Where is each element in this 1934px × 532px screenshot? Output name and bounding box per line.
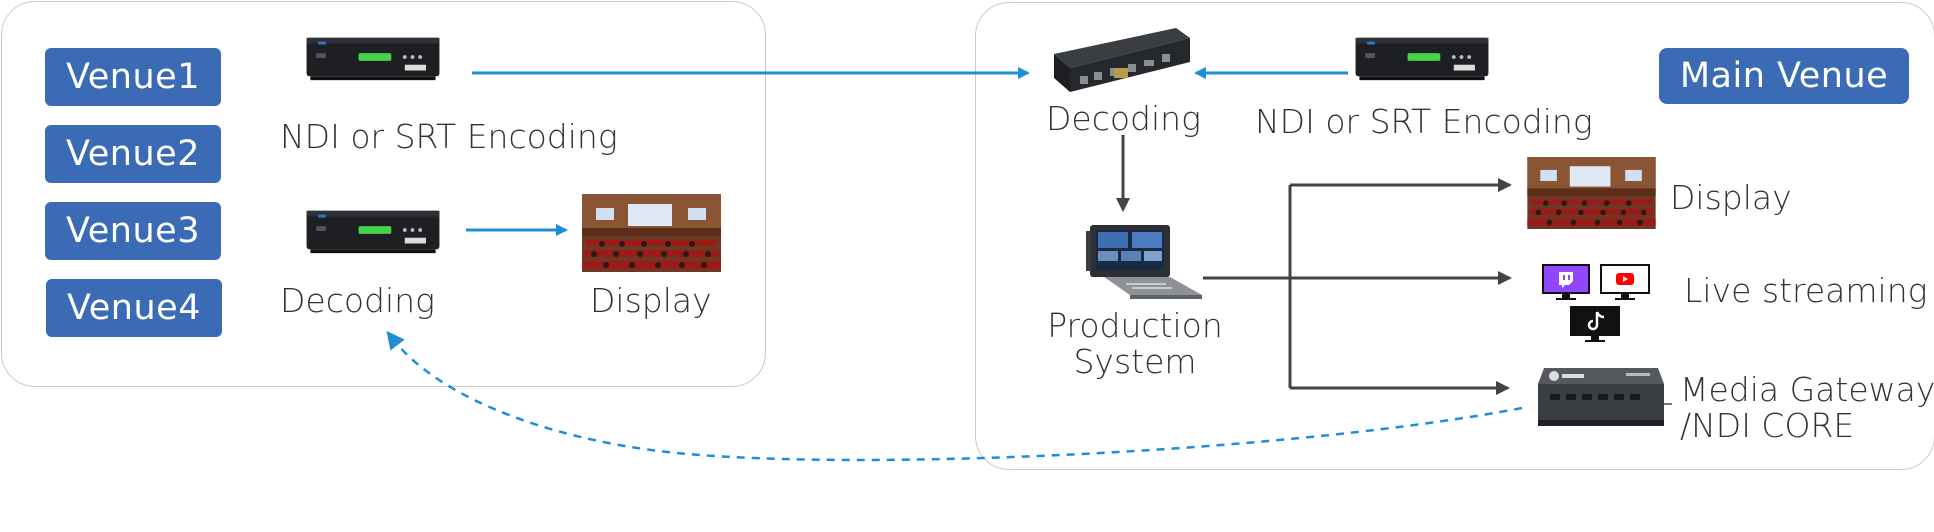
main-display-label: Display — [1670, 178, 1792, 217]
remote-decoder-label: Decoding — [280, 281, 435, 320]
youtube-icon — [1600, 264, 1650, 300]
encoder-device-icon — [306, 37, 440, 81]
main-encoder-device-icon — [1355, 37, 1489, 81]
main-encoder-label: NDI or SRT Encoding — [1255, 102, 1593, 141]
live-streaming-icons — [1542, 264, 1650, 342]
gateway-label-line2: /NDI CORE — [1680, 406, 1855, 445]
venue-button-2[interactable]: Venue2 — [45, 125, 221, 183]
venue-button-3[interactable]: Venue3 — [45, 202, 221, 260]
decoder-rack-icon — [1054, 28, 1190, 92]
venue-button-4[interactable]: Venue4 — [46, 279, 222, 337]
decoder-device-icon — [306, 210, 440, 254]
main-decoder-label: Decoding — [1046, 99, 1201, 138]
main-display-icon — [1527, 157, 1656, 229]
tiktok-icon — [1570, 306, 1620, 342]
live-streaming-label: Live streaming — [1684, 271, 1928, 310]
production-label-line2: System — [1073, 342, 1197, 381]
gateway-label-line1: Media Gateway — [1680, 370, 1934, 409]
media-gateway-icon — [1538, 368, 1664, 426]
production-system-icon — [1086, 225, 1202, 299]
main-venue-title: Main Venue — [1659, 48, 1909, 104]
remote-encoder-label: NDI or SRT Encoding — [280, 117, 618, 156]
venue-button-1[interactable]: Venue1 — [45, 48, 221, 106]
conference-room-display-icon — [582, 194, 721, 272]
remote-display-label: Display — [590, 281, 712, 320]
production-label-line1: Production — [1047, 306, 1223, 345]
twitch-icon — [1542, 264, 1590, 300]
